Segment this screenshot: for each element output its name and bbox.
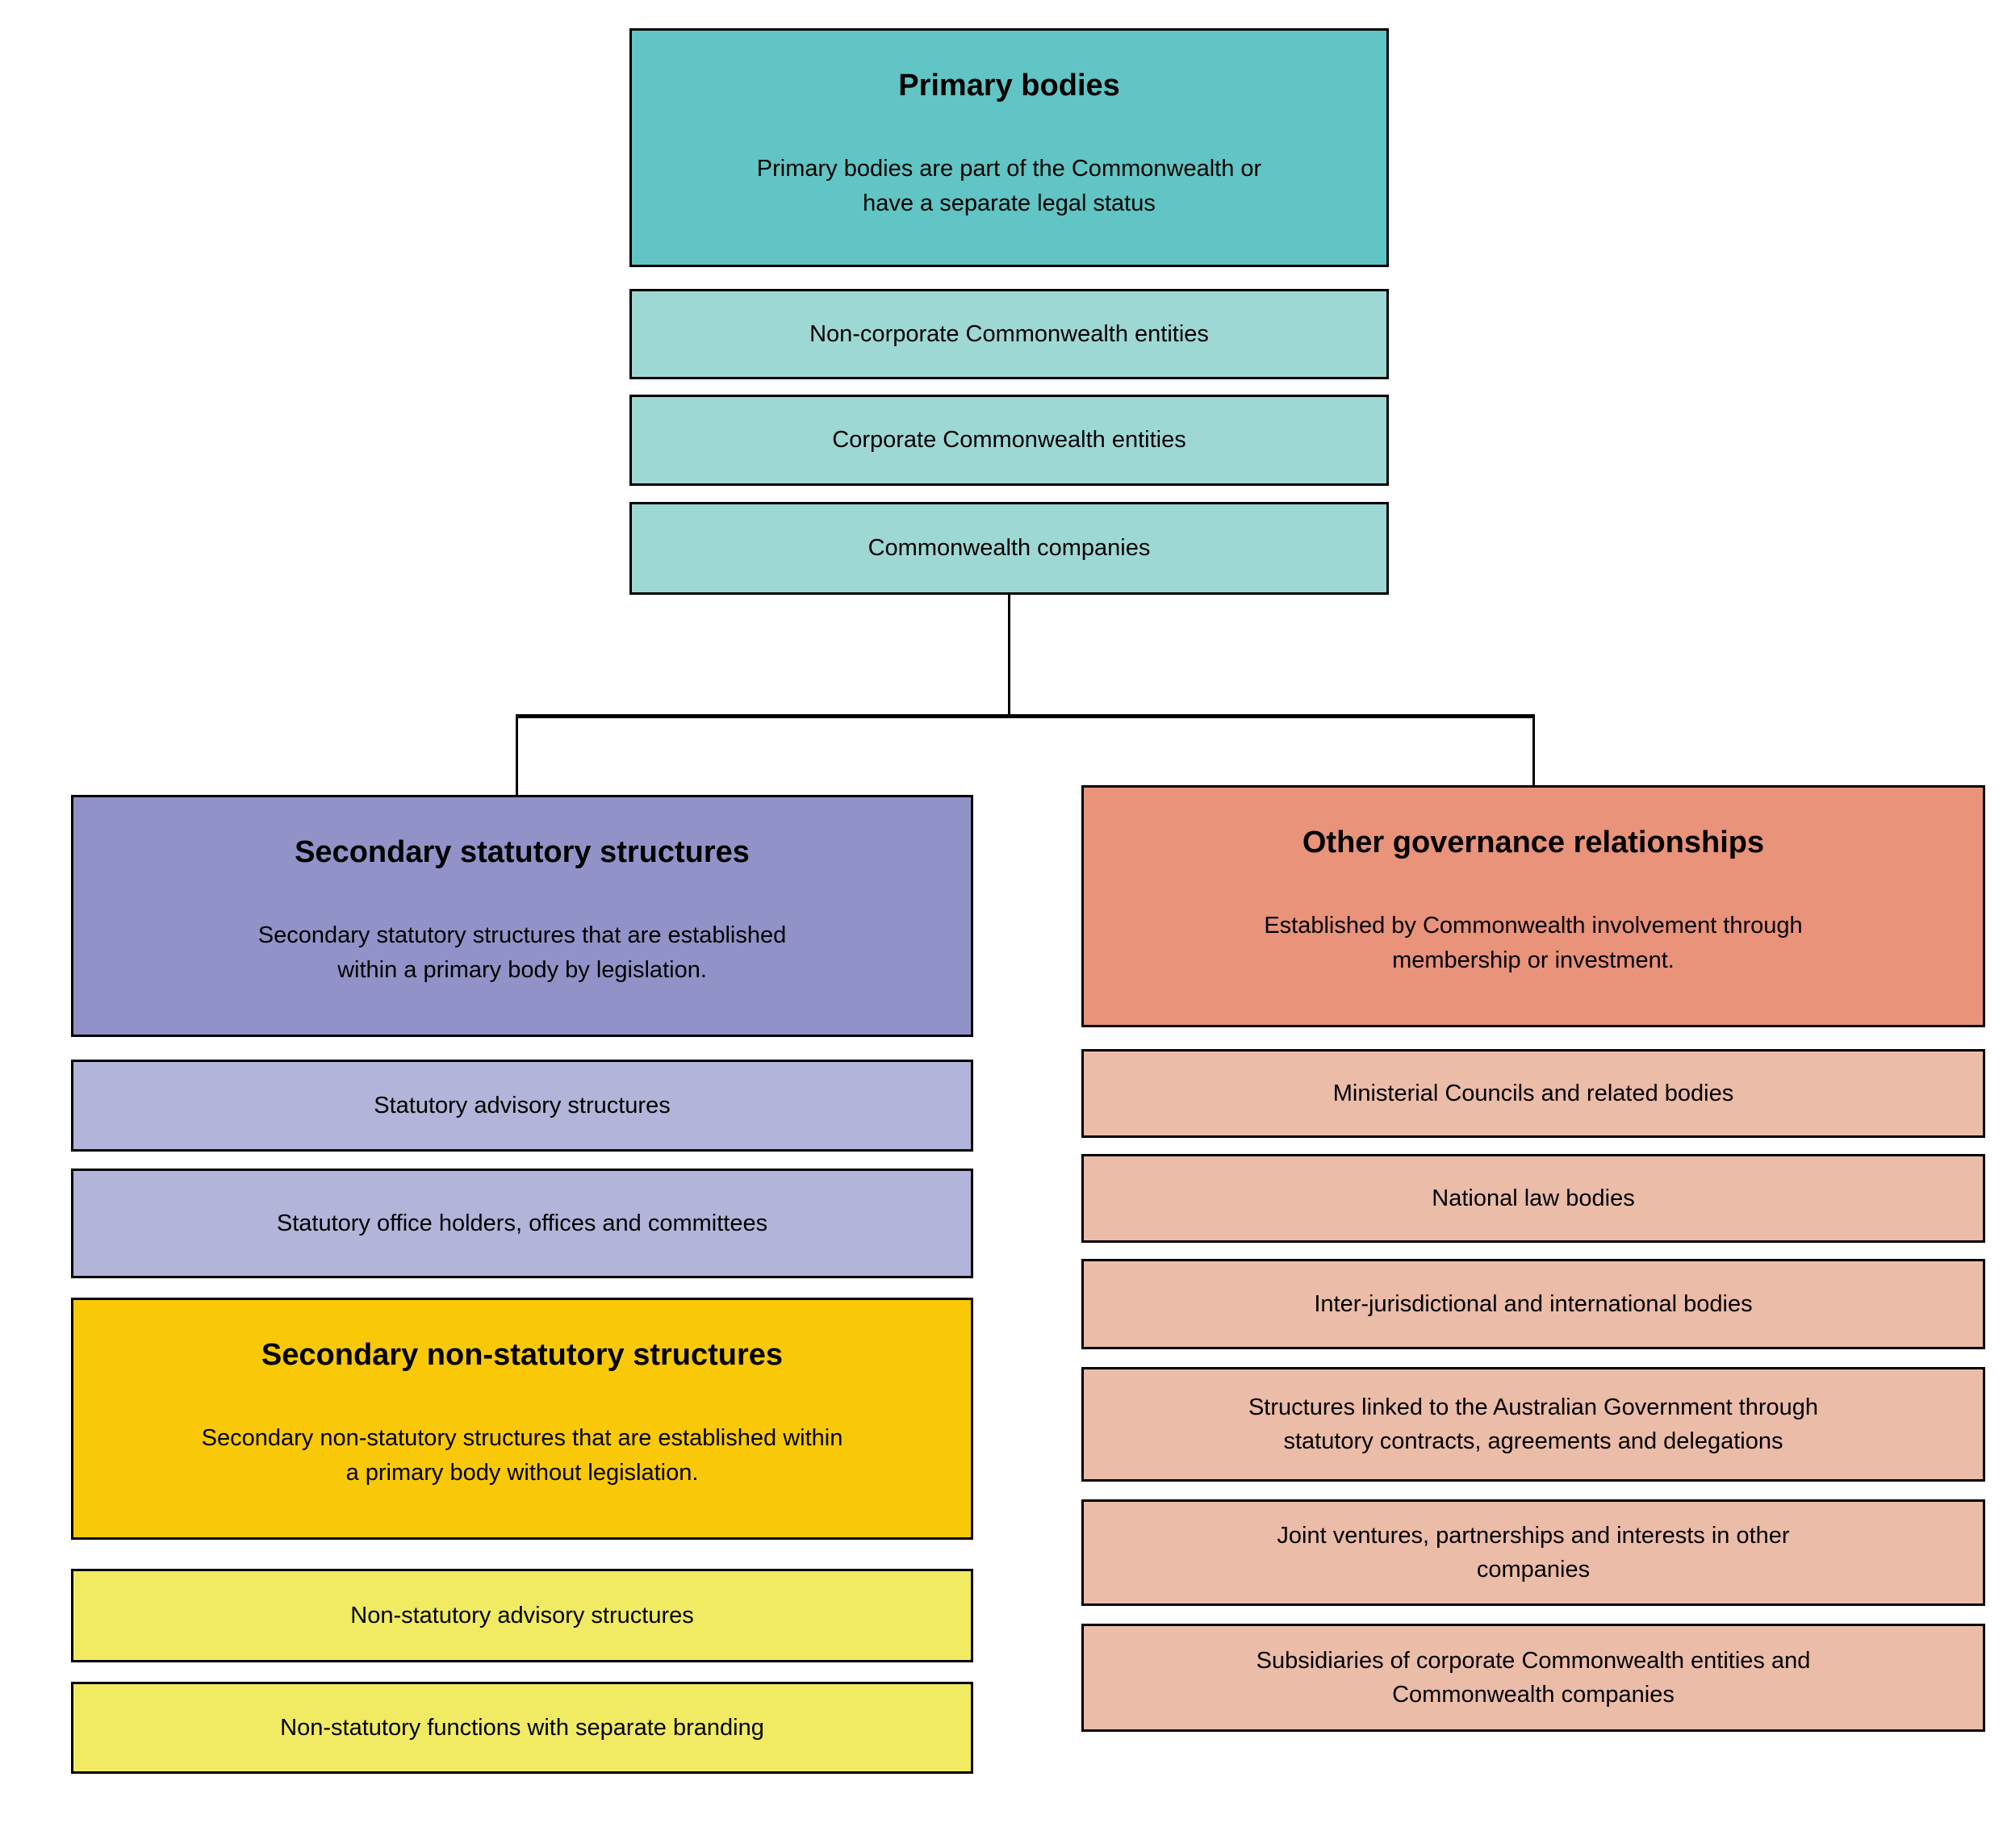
primary-item-label: Corporate Commonwealth entities	[832, 427, 1186, 454]
primary-bodies-header-box: Primary bodies Primary bodies are part o…	[629, 28, 1389, 267]
secondary-statutory-description: Secondary statutory structures that are …	[257, 922, 787, 984]
right-branch-line	[1532, 714, 1535, 786]
primary-bodies-description: Primary bodies are part of the Commonwea…	[756, 155, 1262, 217]
other-item-label: Ministerial Councils and related bodies	[1332, 1080, 1734, 1106]
other-item-subsidiaries: Subsidiaries of corporate Commonwealth e…	[1081, 1624, 1985, 1732]
primary-item-label: Commonwealth companies	[868, 535, 1151, 562]
trunk-connector-line	[1008, 595, 1010, 716]
other-item-label: Subsidiaries of corporate Commonwealth e…	[1256, 1647, 1811, 1708]
other-governance-header-box: Other governance relationships Establish…	[1081, 785, 1985, 1027]
non-statutory-item-label: Non-statutory advisory structures	[350, 1602, 694, 1628]
other-item-joint-ventures: Joint ventures, partnerships and interes…	[1081, 1499, 1985, 1606]
secondary-non-statutory-header-box: Secondary non-statutory structures Secon…	[71, 1298, 973, 1540]
primary-item-label: Non-corporate Commonwealth entities	[809, 320, 1209, 347]
branch-horizontal-line	[516, 714, 1535, 718]
secondary-statutory-header-box: Secondary statutory structures Secondary…	[71, 795, 973, 1037]
secondary-statutory-title: Secondary statutory structures	[295, 835, 750, 869]
primary-item-commonwealth-companies: Commonwealth companies	[629, 502, 1389, 595]
secondary-non-statutory-description: Secondary non-statutory structures that …	[201, 1424, 843, 1486]
primary-item-non-corporate-entities: Non-corporate Commonwealth entities	[629, 289, 1389, 379]
non-statutory-item-separate-branding: Non-statutory functions with separate br…	[71, 1682, 973, 1774]
other-governance-title: Other governance relationships	[1302, 826, 1765, 859]
statutory-item-office-holders: Statutory office holders, offices and co…	[71, 1169, 973, 1278]
other-item-statutory-contracts: Structures linked to the Australian Gove…	[1081, 1367, 1985, 1482]
primary-bodies-title: Primary bodies	[898, 69, 1120, 102]
left-branch-line	[516, 714, 518, 795]
other-governance-description: Established by Commonwealth involvement …	[1264, 912, 1803, 974]
non-statutory-item-advisory-structures: Non-statutory advisory structures	[71, 1569, 973, 1662]
other-item-national-law-bodies: National law bodies	[1081, 1154, 1985, 1243]
statutory-item-label: Statutory advisory structures	[374, 1092, 671, 1118]
other-item-label: Inter-jurisdictional and international b…	[1314, 1290, 1753, 1317]
statutory-item-label: Statutory office holders, offices and co…	[276, 1210, 768, 1236]
other-item-label: Joint ventures, partnerships and interes…	[1277, 1522, 1790, 1583]
other-item-inter-jurisdictional: Inter-jurisdictional and international b…	[1081, 1259, 1985, 1349]
non-statutory-item-label: Non-statutory functions with separate br…	[280, 1714, 764, 1741]
other-item-label: National law bodies	[1432, 1185, 1635, 1211]
other-item-ministerial-councils: Ministerial Councils and related bodies	[1081, 1049, 1985, 1138]
secondary-non-statutory-title: Secondary non-statutory structures	[261, 1338, 784, 1372]
primary-item-corporate-entities: Corporate Commonwealth entities	[629, 395, 1389, 486]
other-item-label: Structures linked to the Australian Gove…	[1248, 1394, 1819, 1454]
statutory-item-advisory-structures: Statutory advisory structures	[71, 1060, 973, 1152]
